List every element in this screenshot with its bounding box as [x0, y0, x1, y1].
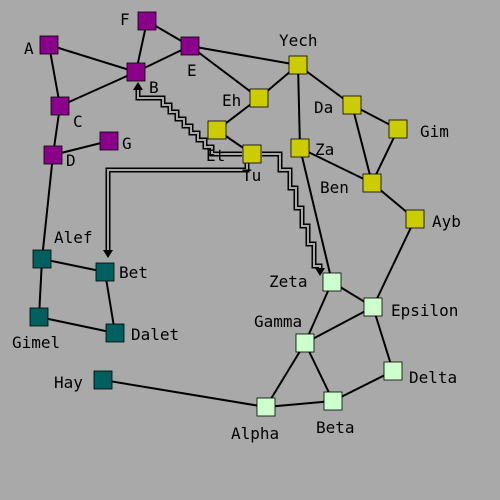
node-label-c: C: [73, 112, 83, 131]
node-label-bet: Bet: [119, 263, 148, 282]
edge-za-ben: [299, 147, 373, 184]
edges-layer: [38, 20, 416, 408]
edge-yech-za: [297, 64, 301, 149]
node-et[interactable]: [207, 120, 227, 140]
node-label-eh: Eh: [222, 91, 241, 110]
edge-beta-delta: [332, 370, 394, 402]
node-gim[interactable]: [388, 119, 408, 139]
node-label-ayb: Ayb: [432, 212, 461, 231]
node-label-tu: Tu: [242, 166, 261, 185]
edge-bet-dalet: [104, 271, 116, 334]
node-alef[interactable]: [32, 249, 52, 269]
node-label-gimel: Gimel: [12, 333, 60, 352]
edge-hay-alpha: [102, 379, 267, 408]
node-beta[interactable]: [323, 391, 343, 411]
arrowhead-icon: [133, 82, 143, 90]
edge-alpha-beta: [265, 400, 334, 408]
edge-da-ben: [351, 104, 373, 184]
routed-link-tu-zeta: [262, 151, 325, 276]
edge-za-zeta: [299, 147, 333, 283]
edge-a-b: [48, 44, 137, 73]
node-dalet[interactable]: [105, 323, 125, 343]
node-b[interactable]: [126, 62, 146, 82]
node-e[interactable]: [180, 36, 200, 56]
node-epsilon[interactable]: [363, 297, 383, 317]
node-label-g: G: [122, 134, 132, 153]
node-label-delta: Delta: [409, 368, 457, 387]
node-label-yech: Yech: [279, 31, 318, 50]
node-label-a: A: [24, 39, 34, 58]
node-tu[interactable]: [242, 144, 262, 164]
edge-epsilon-ayb: [372, 218, 416, 308]
edge-alef-gimel: [38, 258, 43, 318]
node-label-d: D: [66, 151, 76, 170]
node-da[interactable]: [342, 95, 362, 115]
node-label-e: E: [187, 61, 197, 80]
node-gimel[interactable]: [29, 307, 49, 327]
node-d[interactable]: [43, 145, 63, 165]
node-gamma[interactable]: [295, 333, 315, 353]
node-zeta[interactable]: [322, 272, 342, 292]
node-yech[interactable]: [288, 55, 308, 75]
node-label-alpha: Alpha: [231, 424, 279, 443]
node-label-gamma: Gamma: [254, 312, 302, 331]
node-delta[interactable]: [383, 361, 403, 381]
edge-d-alef: [41, 154, 54, 260]
node-c[interactable]: [50, 96, 70, 116]
node-za[interactable]: [290, 138, 310, 158]
routed-link-tu-bet: [103, 162, 250, 258]
edge-alef-bet: [41, 258, 106, 273]
edge-e-eh: [189, 45, 260, 99]
edge-epsilon-delta: [372, 306, 394, 372]
routed-link-tu-b: [133, 82, 242, 157]
node-a[interactable]: [39, 35, 59, 55]
node-label-et: Et: [206, 146, 225, 165]
node-label-f: F: [120, 10, 130, 29]
node-label-da: Da: [314, 98, 333, 117]
edge-gamma-beta: [304, 342, 334, 402]
node-bet[interactable]: [95, 262, 115, 282]
node-label-b: B: [149, 78, 159, 97]
edge-a-c: [48, 44, 61, 107]
node-label-za: Za: [315, 140, 334, 159]
routed-links-layer: [103, 82, 325, 276]
node-ayb[interactable]: [405, 209, 425, 229]
edge-gamma-epsilon: [304, 306, 374, 344]
node-label-dalet: Dalet: [131, 325, 179, 344]
node-label-epsilon: Epsilon: [391, 301, 458, 320]
node-eh[interactable]: [249, 88, 269, 108]
node-hay[interactable]: [93, 370, 113, 390]
nodes-layer: [29, 11, 425, 417]
node-label-ben: Ben: [320, 178, 349, 197]
node-alpha[interactable]: [256, 397, 276, 417]
node-g[interactable]: [99, 131, 119, 151]
arrowhead-icon: [103, 250, 113, 258]
arrowhead-icon: [315, 268, 325, 276]
node-label-hay: Hay: [54, 373, 83, 392]
edge-e-yech: [189, 45, 299, 66]
node-label-gim: Gim: [420, 122, 449, 141]
node-ben[interactable]: [362, 173, 382, 193]
edge-gamma-alpha: [265, 342, 306, 408]
node-label-zeta: Zeta: [269, 272, 308, 291]
node-label-alef: Alef: [54, 228, 93, 247]
edge-c-b: [59, 71, 137, 107]
edge-zeta-gamma: [304, 281, 333, 344]
node-label-beta: Beta: [316, 418, 355, 437]
node-f[interactable]: [137, 11, 157, 31]
edge-gimel-dalet: [38, 316, 116, 334]
